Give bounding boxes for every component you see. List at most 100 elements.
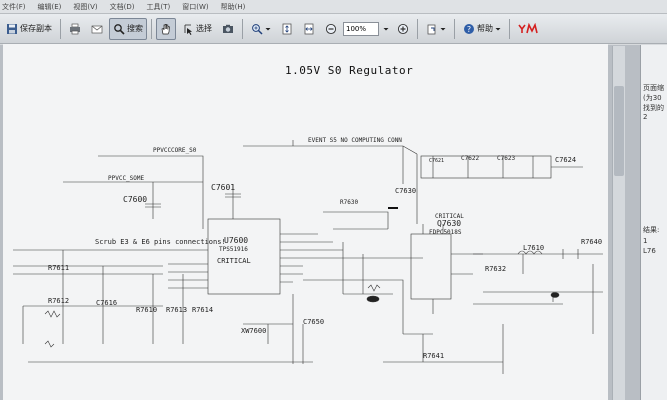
scrollbar-thumb[interactable]: [614, 86, 624, 176]
critical-label: CRITICAL: [435, 213, 464, 220]
fit-page-icon: [282, 23, 292, 34]
toolbar-divider: [417, 18, 418, 39]
net-label: EVENT S5 NO COMPUTING CONN: [308, 137, 402, 144]
result-item[interactable]: L76: [643, 247, 656, 255]
search-label: 搜索: [127, 24, 143, 33]
hand-icon: [161, 23, 170, 34]
menu-file[interactable]: 文件(F): [2, 2, 26, 11]
schematic-drawing: PPVCCCORE_S0 EVENT S5 NO COMPUTING CONN …: [13, 137, 603, 374]
help-icon: ?: [464, 23, 474, 34]
document-title: 1.05V S0 Regulator: [285, 64, 414, 77]
toolbar-divider: [242, 18, 243, 39]
zoom-in-button[interactable]: [393, 18, 413, 40]
zoom-icon: [252, 23, 263, 35]
c7616-label: C7616: [96, 299, 117, 307]
svg-text:?: ?: [467, 25, 471, 34]
toolbar-divider: [151, 18, 152, 39]
c7622-label: C7622: [461, 155, 479, 162]
help-label: 帮助: [477, 24, 493, 33]
plus-circle-icon: [397, 23, 409, 34]
print-button[interactable]: [65, 18, 85, 40]
r7614-label: R7614: [192, 306, 213, 314]
chevron-down-icon: [495, 27, 501, 30]
menu-view[interactable]: 视图(V): [73, 2, 98, 11]
text-select-icon: [184, 24, 192, 35]
xw7600-label: XW7600: [241, 327, 266, 335]
r7641-label: R7641: [423, 352, 444, 360]
menu-help[interactable]: 帮助(H): [220, 2, 246, 11]
u7600-part-label: TPS51916: [219, 246, 248, 253]
toolbar-divider: [454, 18, 455, 39]
panel-text: 2: [643, 113, 648, 121]
r7630-label: R7630: [340, 199, 358, 206]
menu-bar: 文件(F) 编辑(E) 视图(V) 文档(D) 工具(T) 窗口(W) 帮助(H…: [0, 0, 667, 14]
result-item[interactable]: 1: [643, 237, 648, 245]
c7630-label: C7630: [395, 187, 416, 195]
panel-text: 页面缩: [643, 84, 664, 92]
menu-document[interactable]: 文档(D): [109, 2, 135, 11]
toolbar-divider: [509, 18, 510, 39]
zoom-level-input[interactable]: [343, 21, 379, 36]
fit-page-button[interactable]: [277, 18, 297, 40]
select-tool-button[interactable]: 选择: [178, 18, 216, 40]
panel-text: (为30: [643, 94, 662, 102]
menu-window[interactable]: 窗口(W): [182, 2, 209, 11]
save-copy-label: 保存副本: [20, 24, 52, 33]
select-label: 选择: [196, 24, 212, 33]
c7621-label: C7621: [429, 158, 444, 164]
toolbar: 保存副本 搜索 选择: [0, 14, 667, 44]
brand-logo-button[interactable]: [514, 18, 546, 40]
toolbar-divider: [60, 18, 61, 39]
save-icon: [7, 23, 17, 34]
l7610-label: L7610: [523, 244, 544, 252]
help-button[interactable]: ? 帮助: [459, 18, 505, 40]
zoom-tool-button[interactable]: [247, 18, 275, 40]
r7611-label: R7611: [48, 264, 69, 272]
zoom-out-button[interactable]: [321, 18, 341, 40]
results-heading: 结果:: [643, 226, 660, 234]
u7600-critical-label: CRITICAL: [217, 257, 251, 265]
rotate-page-icon: [427, 24, 436, 34]
snapshot-button[interactable]: [218, 18, 238, 40]
chevron-down-icon: [265, 27, 271, 30]
c7624-label: C7624: [555, 156, 576, 164]
q7630-label: Q7630: [437, 219, 461, 228]
c7600-label: C7600: [123, 195, 147, 204]
chevron-down-icon: [440, 27, 446, 30]
scrub-note: Scrub E3 & E6 pins connections!: [95, 238, 226, 246]
fit-width-icon: [304, 23, 314, 34]
net-label: PPVCCCORE_S0: [153, 147, 197, 154]
chevron-down-icon: [383, 27, 389, 30]
u7600-label: U7600: [224, 236, 248, 245]
search-icon: [114, 23, 125, 35]
brand-logo-icon: [518, 22, 538, 33]
vertical-scrollbar[interactable]: [612, 46, 625, 400]
r7640-label: R7640: [581, 238, 602, 246]
r7632-label: R7632: [485, 265, 506, 273]
c7601-label: C7601: [211, 183, 235, 192]
r7613-label: R7613: [166, 306, 187, 314]
search-results-panel: 页面缩 (为30 找到的 2 结果: 1 L76: [640, 45, 667, 400]
panel-text: 找到的: [643, 104, 664, 112]
menu-edit[interactable]: 编辑(E): [37, 2, 62, 11]
net-label: PPVCC_SOME: [108, 175, 145, 182]
zoom-dropdown-button[interactable]: [381, 18, 391, 40]
rotate-button[interactable]: [422, 18, 450, 40]
camera-icon: [223, 24, 233, 33]
schematic-page: 1.05V S0 Regulator: [3, 44, 608, 400]
search-button[interactable]: 搜索: [109, 17, 147, 40]
print-icon: [70, 23, 80, 34]
c7623-label: C7623: [497, 155, 515, 162]
r7610-label: R7610: [136, 306, 157, 314]
save-copy-button[interactable]: 保存副本: [2, 18, 56, 40]
hand-tool-button[interactable]: [156, 17, 176, 40]
r7612-label: R7612: [48, 297, 69, 305]
fit-width-button[interactable]: [299, 18, 319, 40]
q7630-part-label: FDPC5018S: [429, 229, 462, 236]
email-icon: [91, 25, 103, 33]
menu-tools[interactable]: 工具(T): [146, 2, 171, 11]
minus-circle-icon: [325, 23, 337, 34]
email-button[interactable]: [87, 18, 107, 40]
c7650-label: C7650: [303, 318, 324, 326]
